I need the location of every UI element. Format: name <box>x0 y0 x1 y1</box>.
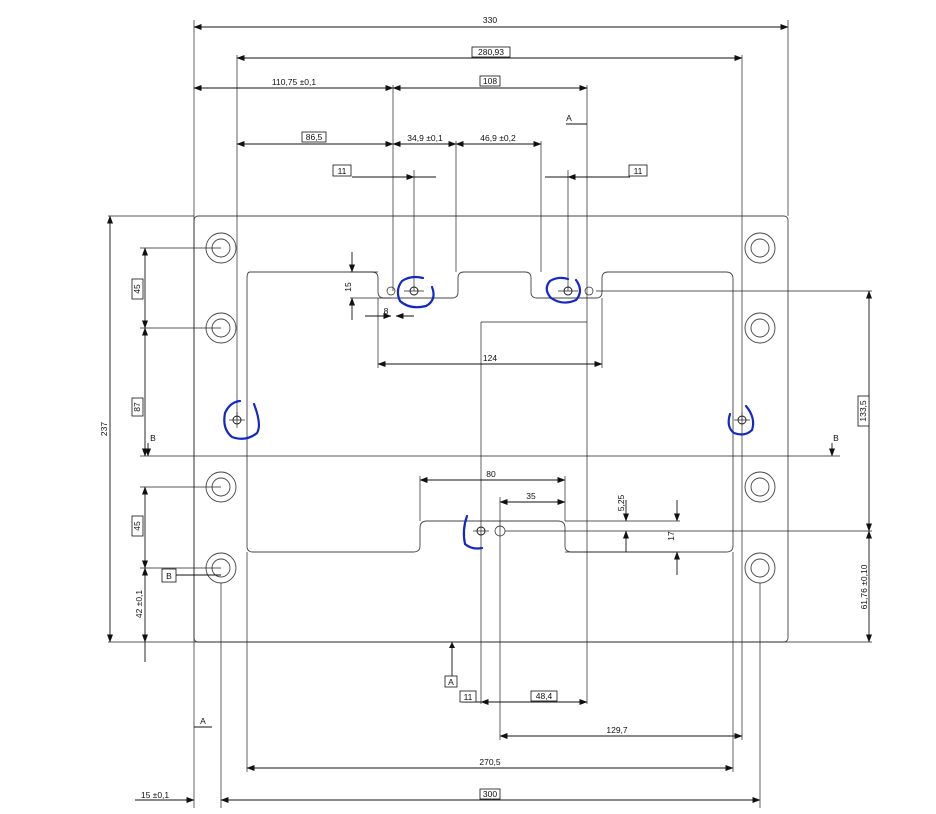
dim-300: 300 <box>483 789 497 799</box>
dim-124: 124 <box>483 353 497 363</box>
extension-lines <box>108 20 872 808</box>
dim-8: 8 <box>384 306 389 316</box>
dim-34-9: 34,9 ±0,1 <box>407 133 443 143</box>
datum-b-left: B <box>150 433 156 443</box>
pin-holes <box>229 286 750 537</box>
datum-b-right: B <box>833 433 839 443</box>
dim-280-93: 280,93 <box>478 47 504 57</box>
dim-45-bottom: 45 <box>132 521 142 531</box>
datum-a-box: A <box>448 677 454 687</box>
dim-133-5: 133,5 <box>858 400 868 422</box>
dim-86-5: 86,5 <box>306 132 323 142</box>
datum-a-top: A <box>566 113 572 123</box>
mounting-holes-left <box>205 232 237 584</box>
dim-42: 42 ±0,1 <box>134 590 144 619</box>
dim-15: 15 <box>343 282 353 292</box>
blue-annotations <box>223 275 755 550</box>
mounting-holes-right <box>744 232 776 584</box>
dim-46-9: 46,9 ±0,2 <box>480 133 516 143</box>
inner-cutout <box>246 271 734 553</box>
dim-129-7: 129,7 <box>606 725 628 735</box>
dim-5-25: 5,25 <box>616 494 626 511</box>
dim-45-top: 45 <box>132 284 142 294</box>
dim-108: 108 <box>483 76 497 86</box>
dim-87: 87 <box>132 402 142 412</box>
dim-15-tol: 15 ±0,1 <box>141 790 170 800</box>
dim-80: 80 <box>486 469 496 479</box>
dim-330: 330 <box>483 15 497 25</box>
dim-11-left: 11 <box>338 166 347 176</box>
dim-61-76: 61,76 ±0,10 <box>859 564 869 609</box>
dim-11-right: 11 <box>634 166 643 176</box>
dim-17: 17 <box>666 531 676 541</box>
plate-outline <box>193 215 789 643</box>
dimension-lines <box>107 24 872 803</box>
dim-270-5: 270,5 <box>479 757 501 767</box>
dim-237: 237 <box>99 422 109 436</box>
datum-b-box: B <box>166 571 172 581</box>
datum-a-left: A <box>200 716 206 726</box>
section-markers <box>145 123 835 728</box>
dim-110-75: 110,75 ±0,1 <box>272 77 316 87</box>
dim-11-bottom: 11 <box>464 692 473 702</box>
dim-35: 35 <box>526 491 536 501</box>
dim-48-4: 48,4 <box>536 691 553 701</box>
